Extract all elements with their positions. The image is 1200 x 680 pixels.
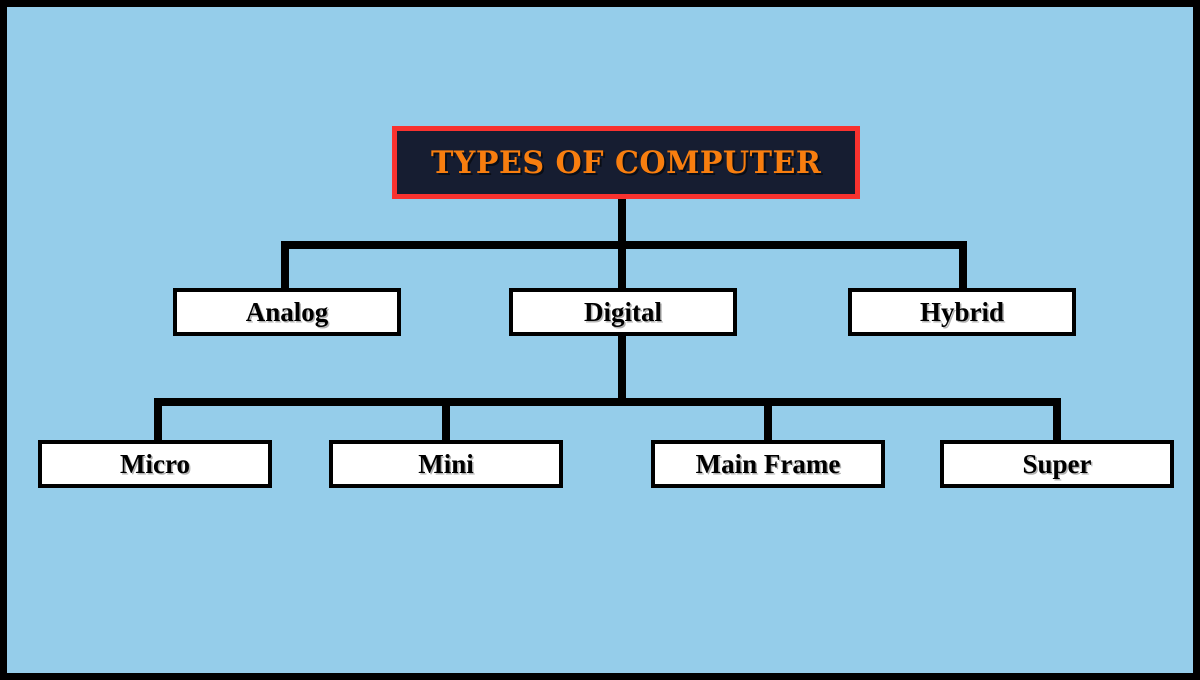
node-main-frame[interactable]: Main Frame bbox=[651, 440, 885, 488]
node-analog-label: Analog bbox=[245, 296, 329, 327]
node-mini[interactable]: Mini bbox=[329, 440, 563, 488]
node-micro-label: Micro bbox=[120, 448, 190, 479]
connector-drop-mainframe bbox=[764, 398, 772, 443]
node-types-of-computer[interactable]: TYPES OF COMPUTER bbox=[392, 126, 860, 199]
node-mini-label: Mini bbox=[418, 448, 474, 479]
node-hybrid[interactable]: Hybrid bbox=[848, 288, 1076, 336]
connector-drop-super bbox=[1053, 398, 1061, 443]
node-digital[interactable]: Digital bbox=[509, 288, 737, 336]
connector-drop-mini bbox=[442, 398, 450, 443]
node-analog[interactable]: Analog bbox=[173, 288, 401, 336]
connector-digital-stem bbox=[618, 289, 626, 402]
node-micro[interactable]: Micro bbox=[38, 440, 272, 488]
connector-level-two-bus bbox=[154, 398, 1061, 406]
connector-drop-micro bbox=[154, 398, 162, 443]
node-hybrid-label: Hybrid bbox=[919, 296, 1005, 327]
connector-drop-analog bbox=[281, 241, 289, 289]
node-main-frame-label: Main Frame bbox=[695, 448, 841, 479]
connector-title-stem bbox=[618, 199, 626, 249]
node-title-label: TYPES OF COMPUTER bbox=[430, 144, 822, 181]
connector-drop-digital bbox=[618, 241, 626, 289]
node-super-label: Super bbox=[1022, 448, 1092, 479]
node-super[interactable]: Super bbox=[940, 440, 1174, 488]
node-digital-label: Digital bbox=[584, 296, 662, 327]
connector-drop-hybrid bbox=[959, 241, 967, 289]
